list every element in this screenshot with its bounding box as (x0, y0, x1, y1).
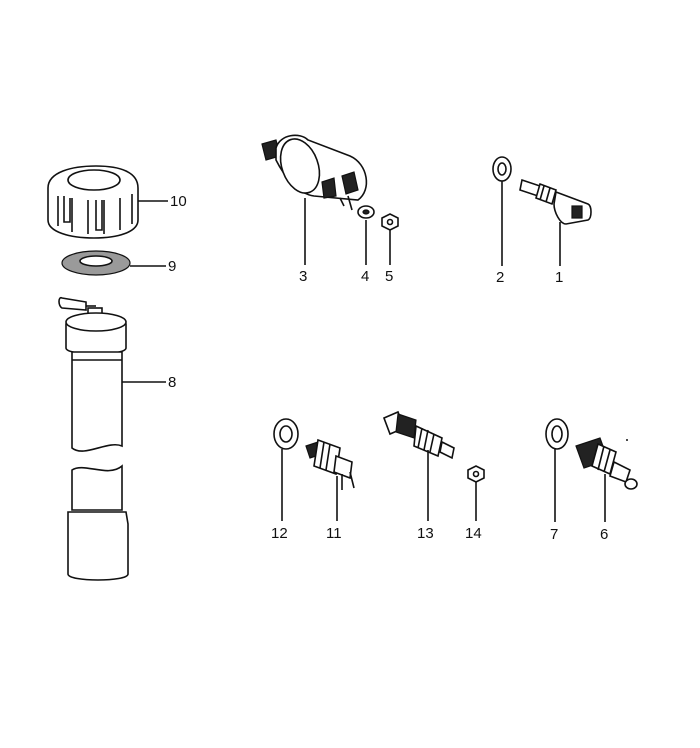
callout-12: 12 (271, 525, 288, 542)
callout-4: 4 (361, 268, 369, 285)
callout-10: 10 (170, 193, 187, 210)
callout-3: 3 (299, 268, 307, 285)
part-5-nut (381, 213, 399, 231)
part-11-temperature-switch (305, 438, 355, 490)
part-14-nut (467, 465, 485, 483)
part-2-sealing-ring (492, 156, 512, 182)
callout-14: 14 (465, 525, 482, 542)
callout-7: 7 (550, 526, 558, 543)
callout-8: 8 (168, 374, 176, 391)
part-4-lock-washer (357, 205, 375, 219)
part-10-locking-ring (47, 165, 139, 239)
callout-13: 13 (417, 525, 434, 542)
part-8-level-sender (58, 296, 129, 581)
callout-9: 9 (168, 258, 176, 275)
callout-6: 6 (600, 526, 608, 543)
part-7-sealing-ring (545, 418, 569, 450)
part-12-sealing-ring (273, 418, 299, 450)
part-9-seal-ring (61, 250, 131, 276)
speck (626, 439, 628, 441)
callout-2: 2 (496, 269, 504, 286)
part-1-temperature-sensor (519, 178, 592, 225)
callout-1: 1 (555, 269, 563, 286)
part-13-temperature-sensor (382, 410, 455, 460)
callout-5: 5 (385, 268, 393, 285)
callout-11: 11 (326, 525, 342, 542)
part-3-oil-pressure-sender (261, 134, 368, 211)
part-6-temperature-sender (575, 437, 638, 490)
